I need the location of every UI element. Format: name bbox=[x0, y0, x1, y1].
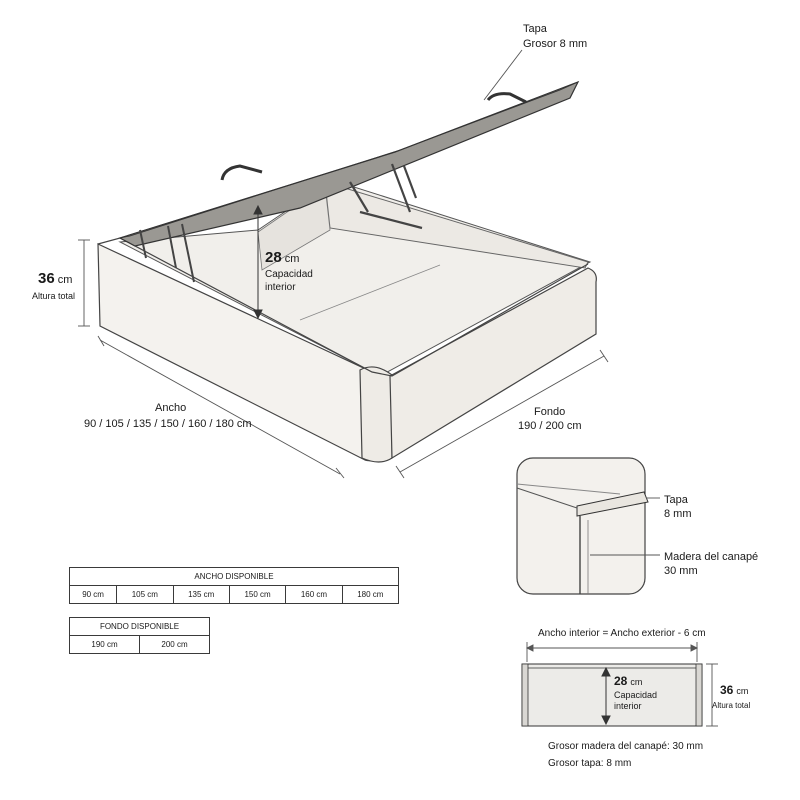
section-height-label: Altura total bbox=[712, 701, 751, 710]
section-height-value: 36 cm bbox=[720, 684, 748, 698]
section-inner-width-formula: Ancho interior = Ancho exterior - 6 cm bbox=[538, 628, 706, 639]
lid-callout-leader bbox=[483, 49, 523, 101]
lift-mechanism-right bbox=[349, 163, 423, 230]
capacity-value: 28 cm bbox=[265, 249, 300, 266]
height-total-unit: cm bbox=[57, 274, 73, 286]
capacity-number: 28 bbox=[265, 249, 282, 266]
width-table-header: ANCHO DISPONIBLE bbox=[69, 567, 399, 586]
depth-title: Fondo bbox=[534, 406, 566, 418]
detail-lid-plank bbox=[576, 491, 649, 517]
depth-table-cell: 200 cm bbox=[139, 635, 210, 654]
width-values: 90 / 105 / 135 / 150 / 160 / 180 cm bbox=[84, 418, 252, 430]
section-height-number: 36 bbox=[720, 683, 734, 697]
width-table-cell: 135 cm bbox=[172, 585, 230, 604]
capacity-unit: cm bbox=[284, 253, 300, 265]
section-capacity-label-2: interior bbox=[614, 701, 642, 711]
canape-side-panel bbox=[389, 267, 597, 460]
depth-table-header-row: FONDO DISPONIBLE bbox=[69, 617, 210, 636]
width-table-cell: 160 cm bbox=[285, 585, 343, 604]
depth-dimension-line bbox=[395, 349, 609, 479]
section-lid-thickness: Grosor tapa: 8 mm bbox=[548, 758, 632, 769]
depth-available-table: FONDO DISPONIBLE 190 cm 200 cm bbox=[69, 617, 210, 654]
detail-lid-value: 8 mm bbox=[664, 508, 692, 520]
lid-callout-title: Tapa bbox=[523, 23, 547, 35]
depth-table-header: FONDO DISPONIBLE bbox=[69, 617, 210, 636]
section-wood-thickness: Grosor madera del canapé: 30 mm bbox=[548, 741, 704, 752]
section-capacity-value: 28 cm bbox=[614, 675, 642, 689]
width-table-cell: 105 cm bbox=[116, 585, 174, 604]
width-table-cell: 90 cm bbox=[68, 585, 118, 604]
lift-mechanism-left bbox=[139, 223, 195, 283]
height-total-label: Altura total bbox=[32, 291, 76, 301]
detail-wood-value: 30 mm bbox=[664, 565, 698, 577]
capacity-dimension-line bbox=[253, 204, 263, 320]
width-table-cell: 150 cm bbox=[228, 585, 287, 604]
height-total-value: 36 cm bbox=[38, 270, 73, 287]
section-box bbox=[521, 663, 703, 727]
section-capacity-line bbox=[601, 666, 611, 726]
section-width-line bbox=[525, 642, 699, 662]
section-height-line bbox=[706, 663, 718, 727]
detail-wood-title: Madera del canapé bbox=[664, 551, 759, 563]
capacity-label-2: interior bbox=[265, 282, 296, 293]
depth-table-values-row: 190 cm 200 cm bbox=[69, 635, 210, 654]
canape-corner-post bbox=[359, 366, 393, 463]
width-title: Ancho bbox=[155, 402, 187, 414]
lid-callout-thickness: Grosor 8 mm bbox=[523, 38, 588, 50]
section-height-unit: cm bbox=[736, 686, 749, 696]
detail-lid-title: Tapa bbox=[664, 494, 688, 506]
height-dimension-line bbox=[78, 239, 90, 327]
section-capacity-label-1: Capacidad bbox=[614, 690, 658, 700]
width-table-values-row: 90 cm 105 cm 135 cm 150 cm 160 cm 180 cm bbox=[68, 585, 400, 604]
width-available-table: ANCHO DISPONIBLE 90 cm 105 cm 135 cm 150… bbox=[68, 567, 400, 604]
depth-table-cell: 190 cm bbox=[69, 635, 140, 654]
lid-handle-left bbox=[220, 164, 263, 181]
section-capacity-number: 28 bbox=[614, 674, 628, 688]
width-table-cell: 180 cm bbox=[341, 585, 400, 604]
width-dimension-line bbox=[97, 335, 345, 479]
capacity-label-1: Capacidad bbox=[265, 269, 313, 280]
section-capacity-unit: cm bbox=[630, 677, 643, 687]
lid-handle-right bbox=[486, 92, 527, 104]
height-total-number: 36 bbox=[38, 270, 55, 287]
detail-zoom-box bbox=[516, 457, 646, 595]
depth-values: 190 / 200 cm bbox=[518, 420, 582, 432]
width-table-header-row: ANCHO DISPONIBLE bbox=[69, 567, 399, 586]
